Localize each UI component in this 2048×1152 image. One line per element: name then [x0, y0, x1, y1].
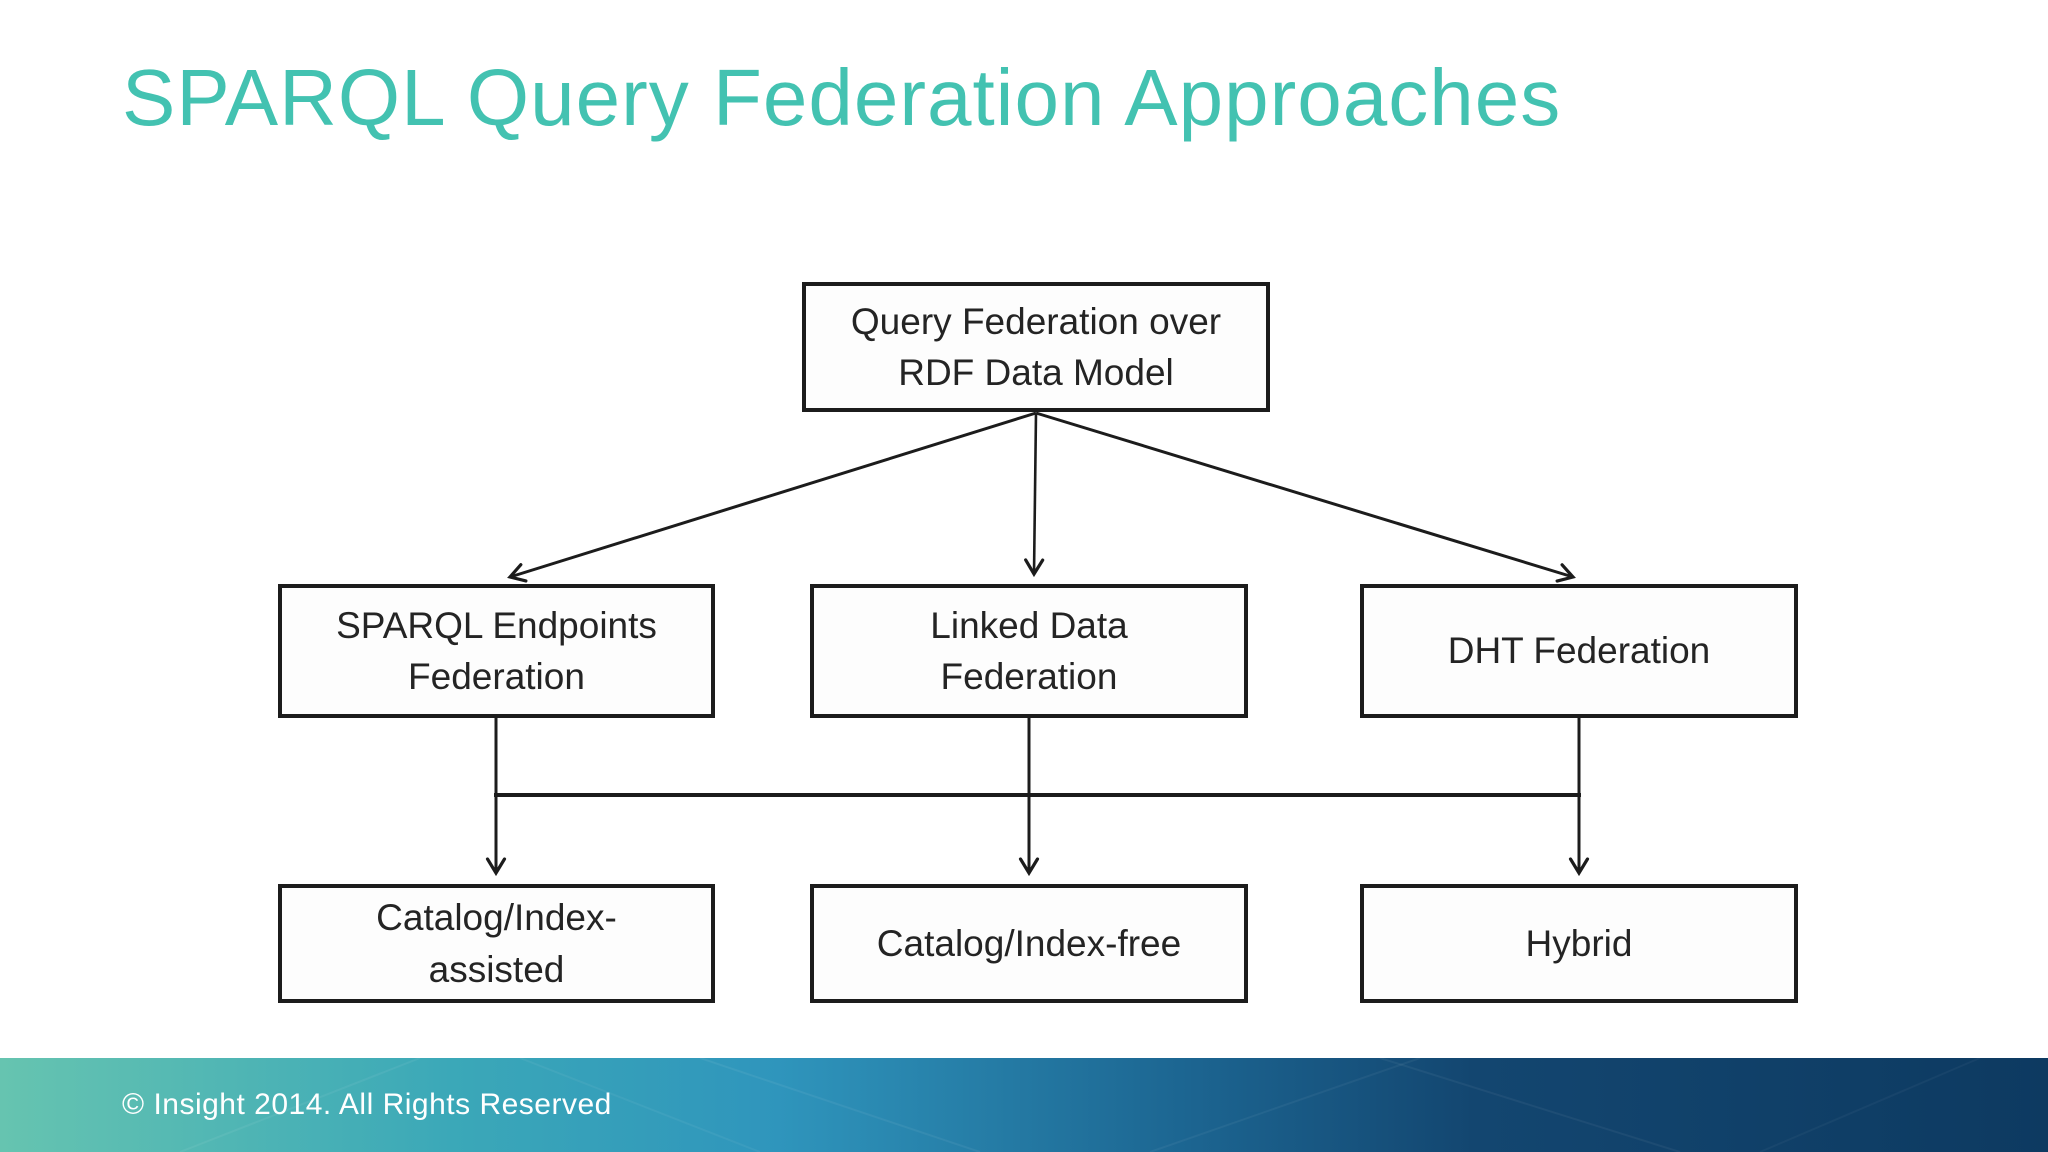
slide-title: SPARQL Query Federation Approaches [122, 53, 1562, 142]
edge-root-to-dht [1035, 411, 1576, 583]
node-catalog-index-assisted: Catalog/Index- assisted [278, 884, 715, 1003]
node-label-line: Federation [940, 656, 1118, 697]
node-sparql-endpoints-federation: SPARQL Endpoints Federation [278, 584, 715, 718]
edge-root-to-sparql [507, 411, 1037, 583]
node-label-line: Catalog/Index- [376, 897, 617, 939]
node-label-line: Linked Data [930, 604, 1128, 646]
node-label-line: Query Federation over [850, 300, 1222, 342]
node-dht-federation: DHT Federation [1360, 584, 1798, 718]
footer-bar: © Insight 2014. All Rights Reserved [0, 1058, 2048, 1152]
node-label-line: SPARQL Endpoints [336, 604, 657, 646]
node-label-line: DHT Federation [1447, 630, 1711, 672]
node-linked-data-federation: Linked Data Federation [810, 584, 1248, 718]
copyright-text: © Insight 2014. All Rights Reserved [122, 1088, 612, 1121]
node-label-line: RDF Data Model [898, 352, 1174, 393]
node-query-federation: Query Federation over RDF Data Model [802, 282, 1270, 412]
node-hybrid: Hybrid [1360, 884, 1798, 1003]
node-catalog-index-free: Catalog/Index-free [810, 884, 1248, 1003]
node-label-line: Federation [408, 656, 585, 697]
node-label-line: Hybrid [1525, 922, 1633, 964]
node-label-line: Catalog/Index-free [876, 922, 1182, 964]
edge-root-to-linked [1024, 412, 1045, 578]
node-label-line: assisted [428, 948, 565, 990]
